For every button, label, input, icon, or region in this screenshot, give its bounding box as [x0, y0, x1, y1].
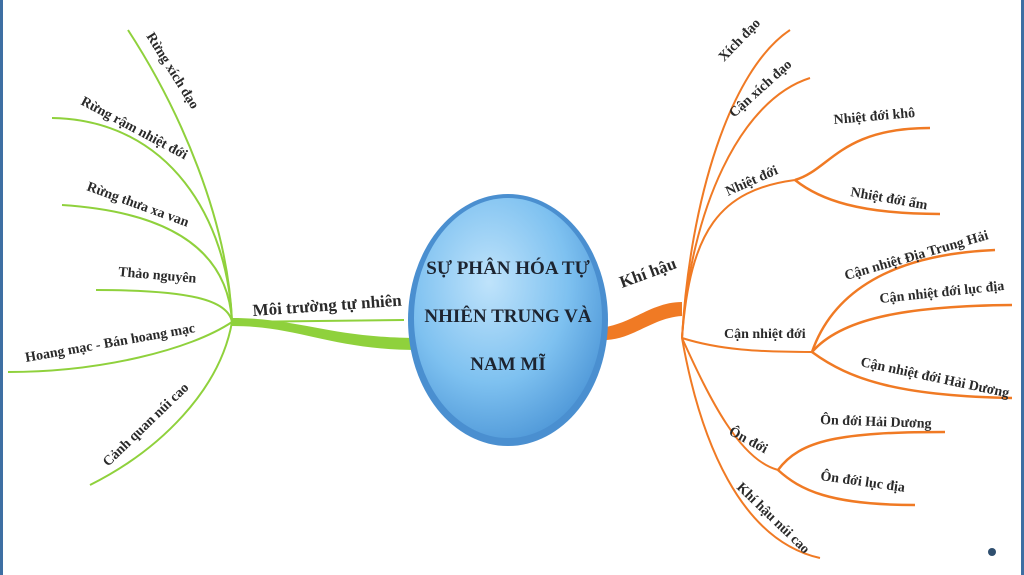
corner-dot — [988, 548, 996, 556]
right-sub-curve-3-0 — [810, 248, 996, 353]
left-curve-1 — [51, 117, 233, 323]
right-curve-5 — [681, 337, 821, 559]
right-sub-curve-3-2 — [811, 350, 1013, 400]
right-sub-leaf-4-0: Ôn đới Hải Dương — [820, 411, 932, 432]
left-curve-2 — [61, 204, 233, 323]
right-sub-leaf-2-1: Nhiệt đới ẩm — [849, 185, 929, 213]
center-title-line-3: NAM MĨ — [470, 353, 545, 375]
right-leaf-3: Cận nhiệt đới — [724, 327, 806, 342]
right-sub-curve-2-0 — [794, 126, 931, 182]
left-frame-edge — [0, 0, 3, 575]
left-leaf-4: Hoang mạc - Bán hoang mạc — [24, 321, 196, 366]
center-title-line-2: NHIÊN TRUNG VÀ — [424, 305, 591, 327]
right-sub-leaf-3-0: Cận nhiệt Địa Trung Hải — [843, 228, 990, 283]
right-curve-4 — [681, 337, 779, 471]
center-node-fill — [414, 198, 602, 438]
left-leaf-0: Rừng xích đạo — [143, 30, 202, 112]
right-sub-leaf-3-1: Cận nhiệt đới lục địa — [879, 279, 1005, 307]
right-curve-1 — [681, 77, 811, 339]
left-main-connector — [232, 318, 420, 350]
left-leaf-1: Rừng rậm nhiệt đới — [78, 94, 190, 163]
left-leaf-2: Rừng thưa xa van — [85, 180, 191, 231]
right-sub-curve-4-0 — [776, 430, 946, 471]
right-frame-edge — [1021, 0, 1024, 575]
right-curve-2 — [681, 179, 796, 339]
right-sub-leaf-2-0: Nhiệt đới khô — [833, 106, 916, 128]
left-curve-4 — [7, 321, 233, 373]
left-curve-3 — [95, 289, 233, 323]
right-sub-curve-2-1 — [794, 179, 941, 216]
right-leaf-5: Khí hậu núi cao — [733, 480, 812, 557]
right-main-connector — [598, 302, 682, 341]
left-leaf-5: Cảnh quan núi cao — [100, 380, 192, 469]
center-title-line-1: SỰ PHÂN HÓA TỰ — [426, 257, 589, 279]
right-curve-3 — [681, 337, 813, 353]
right-sub-curve-3-1 — [811, 303, 1013, 353]
right-leaf-0: Xích đạo — [716, 16, 764, 65]
left-leaf-3: Thảo nguyên — [118, 265, 197, 287]
left-branch: Môi trường tự nhiên Rừng xích đạo Rừng r… — [7, 29, 420, 486]
left-main-underline — [231, 319, 405, 323]
right-leaf-2: Nhiệt đới — [724, 163, 781, 199]
right-branch-label: Khí hậu — [617, 254, 679, 292]
right-sub-leaf-4-1: Ôn đới lục địa — [819, 467, 906, 496]
center-node: SỰ PHÂN HÓA TỰ NHIÊN TRUNG VÀ NAM MĨ — [408, 194, 608, 446]
right-sub-curve-4-1 — [777, 469, 916, 507]
right-branch: Khí hậu Xích đạo Cận xích đạo Nhiệt đới … — [598, 16, 1013, 559]
left-curve-5 — [89, 321, 233, 486]
left-branch-label: Môi trường tự nhiên — [252, 291, 403, 320]
